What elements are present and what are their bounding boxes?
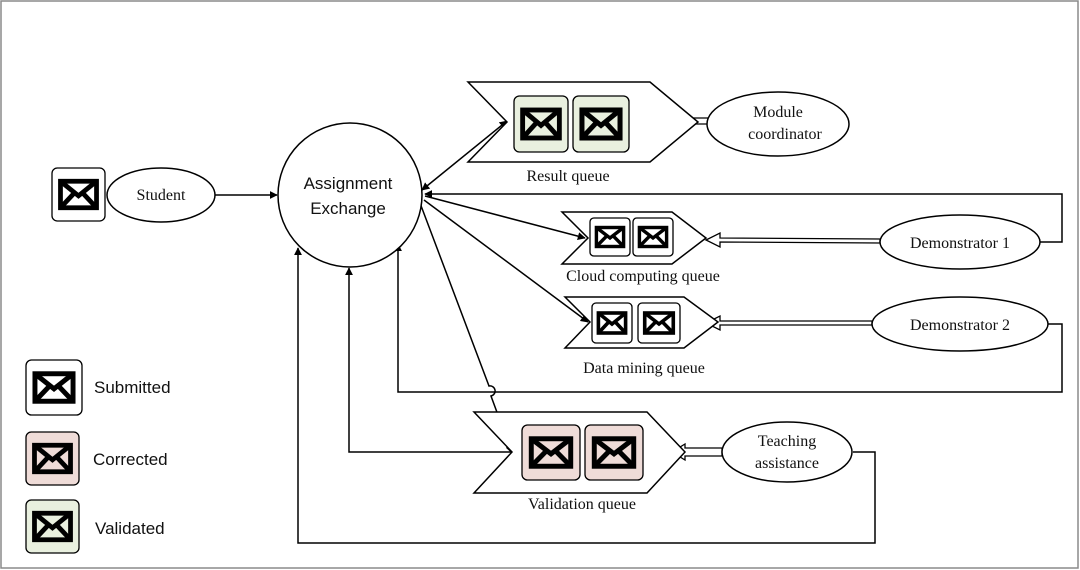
legend-corrected-label: Corrected	[93, 450, 168, 469]
validation-envelope-icon-2	[584, 424, 644, 481]
datamining-envelope-icon-2	[637, 302, 681, 344]
demonstrator1-return-line	[424, 190, 1063, 243]
demonstrator-2-label: Demonstrator 2	[910, 317, 1010, 334]
result-envelope-icon-2	[572, 95, 630, 153]
legend: Submitted Corrected Validated	[93, 378, 171, 538]
module-coordinator-label-line2: coordinator	[748, 126, 822, 143]
cloud-envelope-icon-1	[589, 217, 631, 257]
teaching-assistance-label-line1: Teaching	[758, 433, 816, 450]
exchange-cloud-arrow	[424, 195, 586, 241]
datamining-envelope-icon-1	[591, 302, 633, 344]
legend-validated-envelope-icon	[25, 499, 80, 554]
assignment-exchange: Assignment Exchange	[277, 122, 423, 268]
producer-student: Student	[106, 167, 216, 223]
hollow-arrows	[666, 112, 881, 462]
validation-return-line	[345, 267, 512, 453]
producer-teaching-assistance: Teaching assistance	[721, 421, 853, 483]
producer-demonstrator-2: Demonstrator 2	[871, 296, 1049, 352]
legend-submitted-envelope-icon	[25, 359, 83, 416]
validation-queue-label: Validation queue	[528, 496, 636, 513]
demonstrator2-return-line	[394, 243, 1063, 393]
result-queue-label: Result queue	[526, 168, 609, 185]
exchange-label-line2: Exchange	[310, 199, 386, 218]
teaching-assistance-label-line2: assistance	[755, 455, 819, 472]
cloud-computing-queue-label: Cloud computing queue	[566, 268, 720, 285]
producer-module-coordinator: Module coordinator	[706, 91, 850, 157]
producer-demonstrator-1: Demonstrator 1	[879, 214, 1041, 270]
result-envelope-icon-1	[513, 95, 569, 153]
demonstrator1-to-cloud-arrow	[704, 231, 881, 249]
data-mining-queue-label: Data mining queue	[583, 360, 705, 377]
exchange-result-arrow	[421, 120, 508, 191]
teaching-return-line	[294, 247, 876, 544]
exchange-datamining-arrow	[423, 199, 589, 323]
connectors	[215, 120, 1063, 544]
validation-envelope-icon-1	[521, 424, 581, 481]
legend-validated-label: Validated	[95, 519, 165, 538]
student-envelope-icon	[51, 167, 106, 222]
exchange-validation-arrow	[419, 202, 514, 454]
student-label: Student	[137, 187, 186, 204]
exchange-label-line1: Assignment	[304, 174, 393, 193]
demonstrator-1-label: Demonstrator 1	[910, 235, 1010, 252]
demonstrator2-to-datamining-arrow	[704, 314, 873, 332]
legend-corrected-envelope-icon	[25, 431, 80, 486]
envelope-icons	[25, 95, 681, 554]
module-coordinator-label-line1: Module	[753, 104, 803, 121]
legend-submitted-label: Submitted	[94, 378, 171, 397]
cloud-envelope-icon-2	[632, 217, 674, 257]
